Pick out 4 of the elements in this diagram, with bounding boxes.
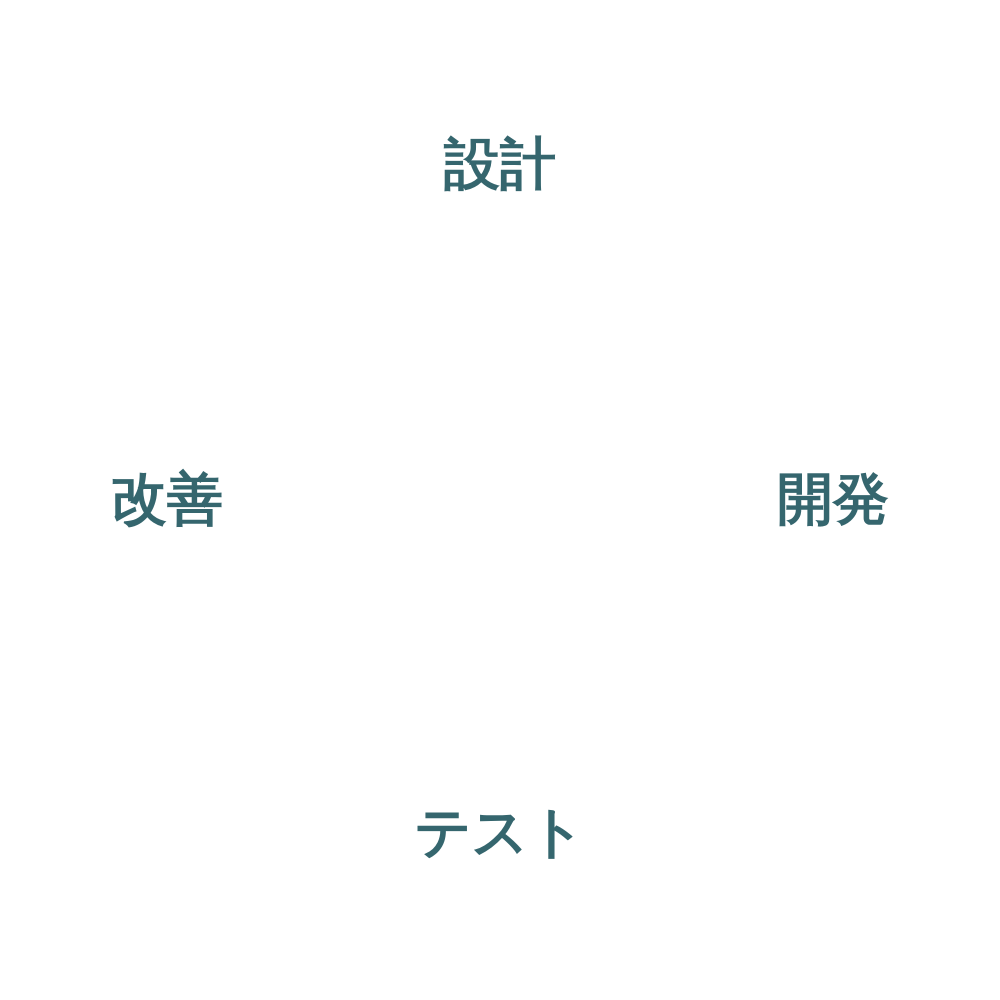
step-label: 設計 — [444, 134, 556, 196]
step-label: 改善 — [111, 469, 223, 531]
step-label: 開発 — [777, 469, 889, 531]
step-label: テスト — [414, 802, 586, 864]
